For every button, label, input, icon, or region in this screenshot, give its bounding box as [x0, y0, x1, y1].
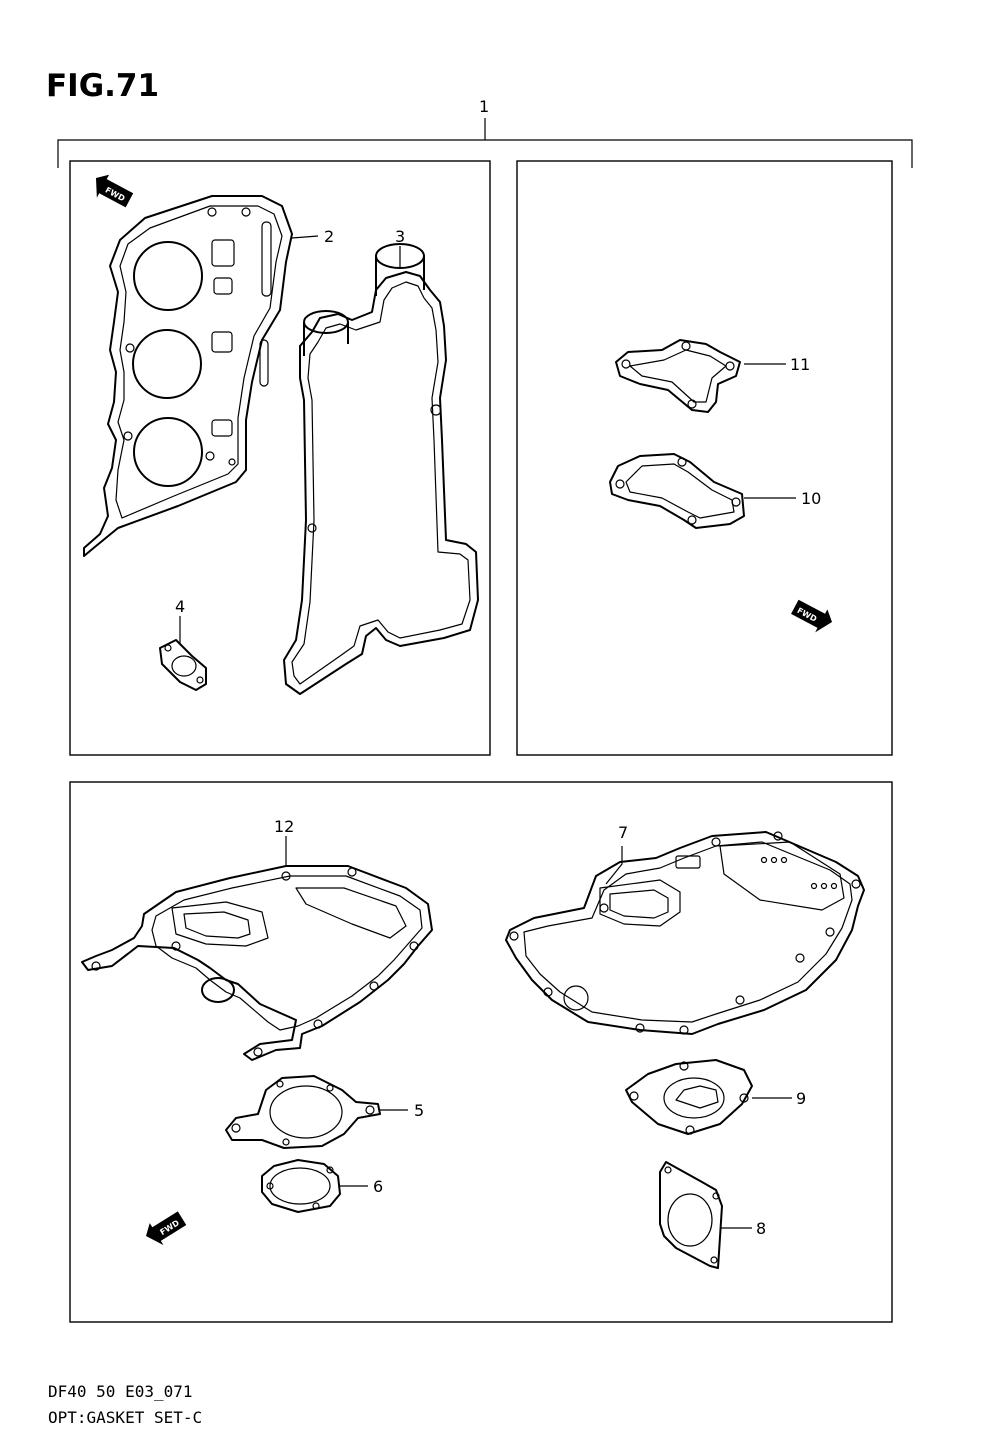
- callout-3: 3: [395, 227, 405, 246]
- fwd-arrow-top-right: FWD: [791, 599, 832, 633]
- part-12-gasket: [81, 865, 433, 1061]
- part-5-gasket: [225, 1075, 381, 1149]
- callout-2: 2: [324, 227, 334, 246]
- callout-7: 7: [618, 823, 628, 842]
- part-6-gasket: [261, 1159, 341, 1213]
- callout-6: 6: [373, 1177, 383, 1196]
- figure-title: FIG.71: [46, 68, 159, 104]
- callout-1: 1: [479, 97, 489, 116]
- part-4-gasket: [159, 639, 207, 691]
- part-7-gasket: [505, 831, 865, 1035]
- diagram-caption: OPT:GASKET SET-C: [48, 1408, 202, 1427]
- diagram-code: DF40 50 E03_071: [48, 1382, 193, 1401]
- callout-12: 12: [274, 817, 294, 836]
- fwd-arrow-bottom-left: FWD: [146, 1211, 187, 1246]
- callout-4: 4: [175, 597, 185, 616]
- callout-leaders: [179, 235, 796, 1229]
- part-10-gasket: [609, 453, 745, 529]
- panel-top-right: [516, 160, 893, 756]
- set-bracket: 1: [57, 97, 913, 168]
- panel-bottom: [69, 781, 893, 1323]
- part-8-gasket: [659, 1161, 723, 1269]
- callout-8: 8: [756, 1219, 766, 1238]
- callout-11: 11: [790, 355, 810, 374]
- part-11-gasket: [615, 339, 741, 413]
- part-2-gasket: [83, 195, 293, 557]
- callout-10: 10: [801, 489, 821, 508]
- callout-5: 5: [414, 1101, 424, 1120]
- fwd-arrow-top-left: FWD: [96, 174, 134, 208]
- part-9-gasket: [625, 1059, 753, 1135]
- panel-top-left: [69, 160, 491, 756]
- part-3-gasket: [283, 243, 479, 695]
- callout-9: 9: [796, 1089, 806, 1108]
